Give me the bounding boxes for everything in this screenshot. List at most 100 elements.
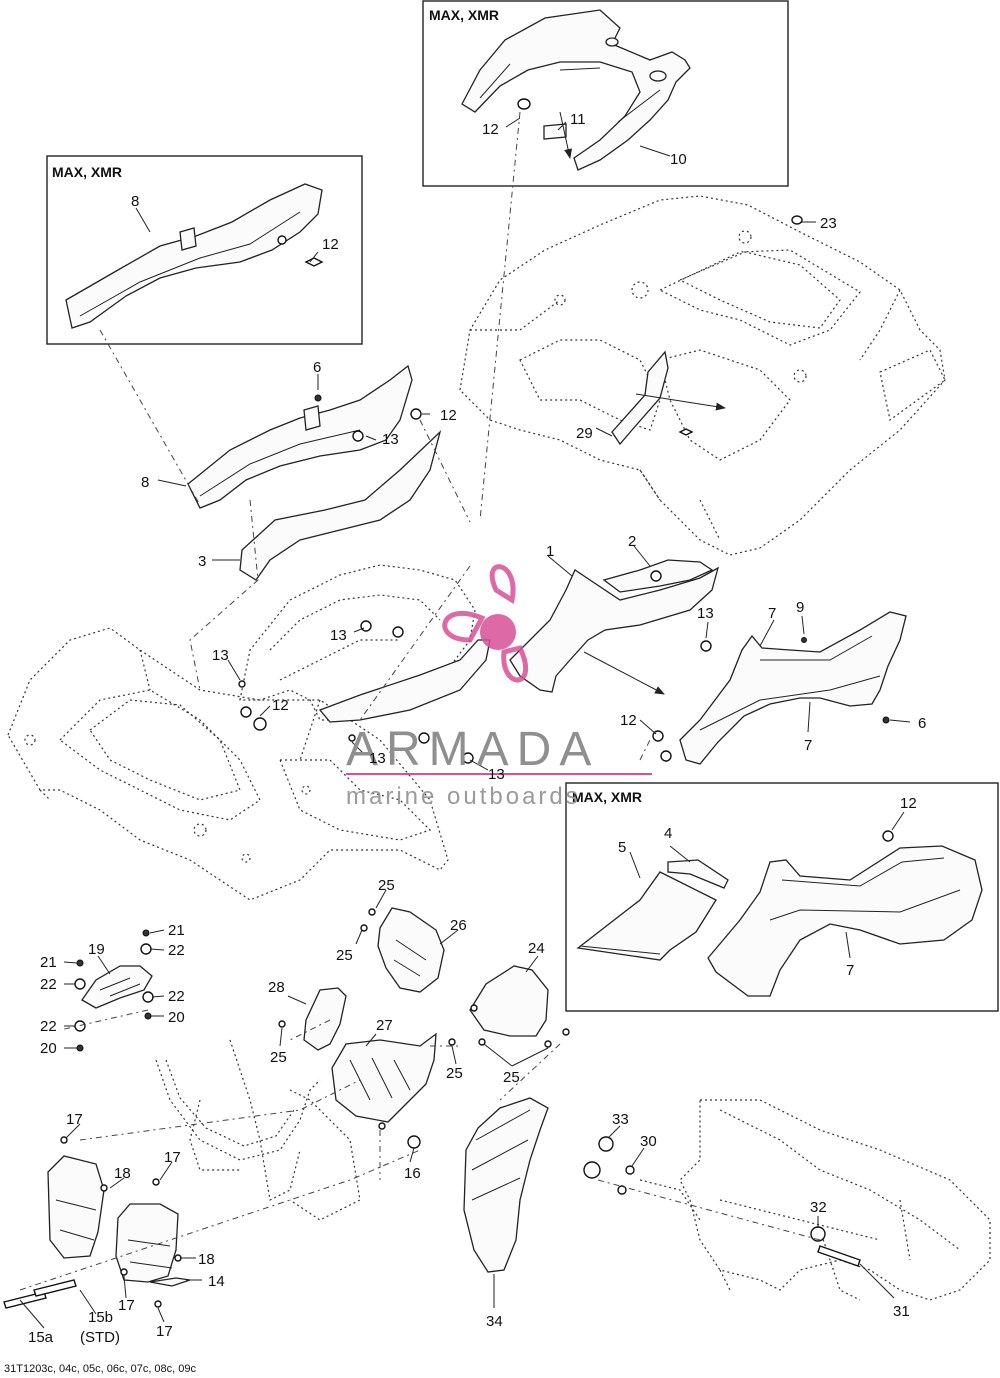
callout-27: 27 bbox=[376, 1017, 393, 1034]
callout-17-c: 17 bbox=[118, 1297, 135, 1314]
front-frame bbox=[155, 1039, 361, 1221]
callout-7-top: 7 bbox=[768, 605, 776, 622]
callout-12-top-inset: 12 bbox=[482, 121, 499, 138]
callout-15a: 15a bbox=[28, 1329, 54, 1346]
callout-22-a: 22 bbox=[168, 942, 185, 959]
callout-25-c: 25 bbox=[270, 1049, 287, 1066]
inset-box-left: MAX, XMR bbox=[46, 155, 363, 345]
callout-6-right: 6 bbox=[918, 715, 926, 732]
callout-20-a: 20 bbox=[168, 1009, 185, 1026]
fasteners-upper bbox=[238, 394, 890, 764]
callout-5: 5 bbox=[618, 839, 626, 856]
part-5-panel bbox=[576, 871, 717, 961]
part-28-guard bbox=[303, 987, 347, 1051]
callout-30: 30 bbox=[640, 1133, 657, 1150]
part-7-side-panel-inset bbox=[707, 845, 983, 997]
callout-17-a: 17 bbox=[66, 1111, 83, 1128]
callout-31: 31 bbox=[893, 1303, 910, 1320]
part-3-panel bbox=[239, 429, 442, 581]
inset-box-right-title: MAX, XMR bbox=[572, 789, 642, 805]
reference-lines bbox=[19, 111, 821, 1291]
callout-17-d: 17 bbox=[156, 1323, 173, 1340]
callout-19: 19 bbox=[88, 941, 105, 958]
callout-25-a: 25 bbox=[378, 877, 395, 894]
part-1-front-panel bbox=[509, 566, 720, 693]
callout-34: 34 bbox=[486, 1313, 503, 1330]
callout-1: 1 bbox=[546, 543, 554, 560]
callout-12-upper: 12 bbox=[440, 407, 457, 424]
callout-20-b: 20 bbox=[40, 1040, 57, 1057]
front-panel-lower-flap bbox=[318, 639, 491, 723]
callout-25-b: 25 bbox=[336, 947, 353, 964]
propeller-logo-icon bbox=[442, 564, 528, 683]
inset-box-right: MAX, XMR bbox=[565, 782, 999, 1012]
callout-13-right: 13 bbox=[697, 605, 714, 622]
callout-3: 3 bbox=[198, 553, 206, 570]
callout-15b: 15b bbox=[88, 1309, 113, 1326]
callout-10: 10 bbox=[670, 151, 687, 168]
front-fender-inner bbox=[239, 564, 476, 721]
callout-4: 4 bbox=[664, 825, 672, 842]
callout-16: 16 bbox=[404, 1165, 421, 1182]
callout-14: 14 bbox=[208, 1273, 225, 1290]
part-10-rack-bracket bbox=[461, 9, 691, 171]
part-8-side-panel bbox=[187, 364, 413, 509]
callout-13-front-a: 13 bbox=[330, 627, 347, 644]
callout-21-a: 21 bbox=[168, 922, 185, 939]
rear-fender-body bbox=[459, 195, 946, 556]
part-24-guard bbox=[469, 965, 549, 1037]
callout-22-d: 22 bbox=[40, 1018, 57, 1035]
callout-12-left-inset: 12 bbox=[322, 236, 339, 253]
inset-box-top-title: MAX, XMR bbox=[429, 7, 499, 23]
callout-26: 26 bbox=[450, 917, 467, 934]
watermark-tagline: marine outboards bbox=[346, 783, 581, 810]
callout-22-c: 22 bbox=[168, 988, 185, 1005]
part-19-bracket bbox=[81, 965, 153, 1009]
callout-18-a: 18 bbox=[114, 1165, 131, 1182]
part-27-skid-plate bbox=[331, 1032, 437, 1123]
part-29-strip bbox=[611, 350, 669, 446]
watermark-brand: ARMADA bbox=[346, 723, 599, 776]
callout-9: 9 bbox=[796, 599, 804, 616]
callout-29: 29 bbox=[576, 425, 593, 442]
callout-33: 33 bbox=[612, 1111, 629, 1128]
part-7-side-panel bbox=[679, 611, 907, 765]
inset-box-top: MAX, XMR bbox=[422, 0, 789, 187]
callout-13-lower-a: 13 bbox=[369, 750, 386, 767]
part-15b-bumper-left bbox=[47, 1155, 105, 1259]
inset-box-left-title: MAX, XMR bbox=[52, 164, 122, 180]
callout-7-inset: 7 bbox=[846, 962, 854, 979]
leader-lines bbox=[19, 117, 911, 1329]
callout-24: 24 bbox=[528, 940, 545, 957]
callout-13-front-b: 13 bbox=[212, 647, 229, 664]
callout-28: 28 bbox=[268, 979, 285, 996]
callout-std: (STD) bbox=[80, 1329, 120, 1346]
callout-17-b: 17 bbox=[164, 1149, 181, 1166]
callout-13-upper: 13 bbox=[382, 431, 399, 448]
callout-8-inset: 8 bbox=[131, 193, 139, 210]
fasteners-lower bbox=[3, 908, 861, 1309]
callout-12-front: 12 bbox=[272, 697, 289, 714]
part-34-fender-liner bbox=[463, 1097, 549, 1273]
part-4-trim bbox=[667, 859, 729, 889]
front-fender-body bbox=[7, 627, 449, 901]
callout-21-b: 21 bbox=[40, 954, 57, 971]
callout-23: 23 bbox=[820, 215, 837, 232]
callout-12-right: 12 bbox=[620, 712, 637, 729]
callout-22-b: 22 bbox=[40, 976, 57, 993]
callout-labels: 1 2 3 4 5 6 6 7 7 7 8 8 9 10 11 12 12 12… bbox=[28, 111, 926, 1346]
callout-12-right-inset: 12 bbox=[900, 795, 917, 812]
callout-25-d: 25 bbox=[446, 1065, 463, 1082]
callout-25-e: 25 bbox=[503, 1069, 520, 1086]
diagram-reference-code: 31T1203c, 04c, 05c, 06c, 07c, 08c, 09c bbox=[4, 1363, 197, 1375]
callout-6-upper: 6 bbox=[313, 359, 321, 376]
callout-13-lower-b: 13 bbox=[488, 766, 505, 783]
callout-8-main: 8 bbox=[141, 474, 149, 491]
callout-7-bottom: 7 bbox=[804, 737, 812, 754]
callout-11: 11 bbox=[570, 111, 586, 128]
watermark: ARMADA marine outboards bbox=[346, 564, 652, 810]
callout-18-b: 18 bbox=[198, 1251, 215, 1268]
callout-2: 2 bbox=[628, 533, 636, 550]
callout-32: 32 bbox=[810, 1199, 827, 1216]
